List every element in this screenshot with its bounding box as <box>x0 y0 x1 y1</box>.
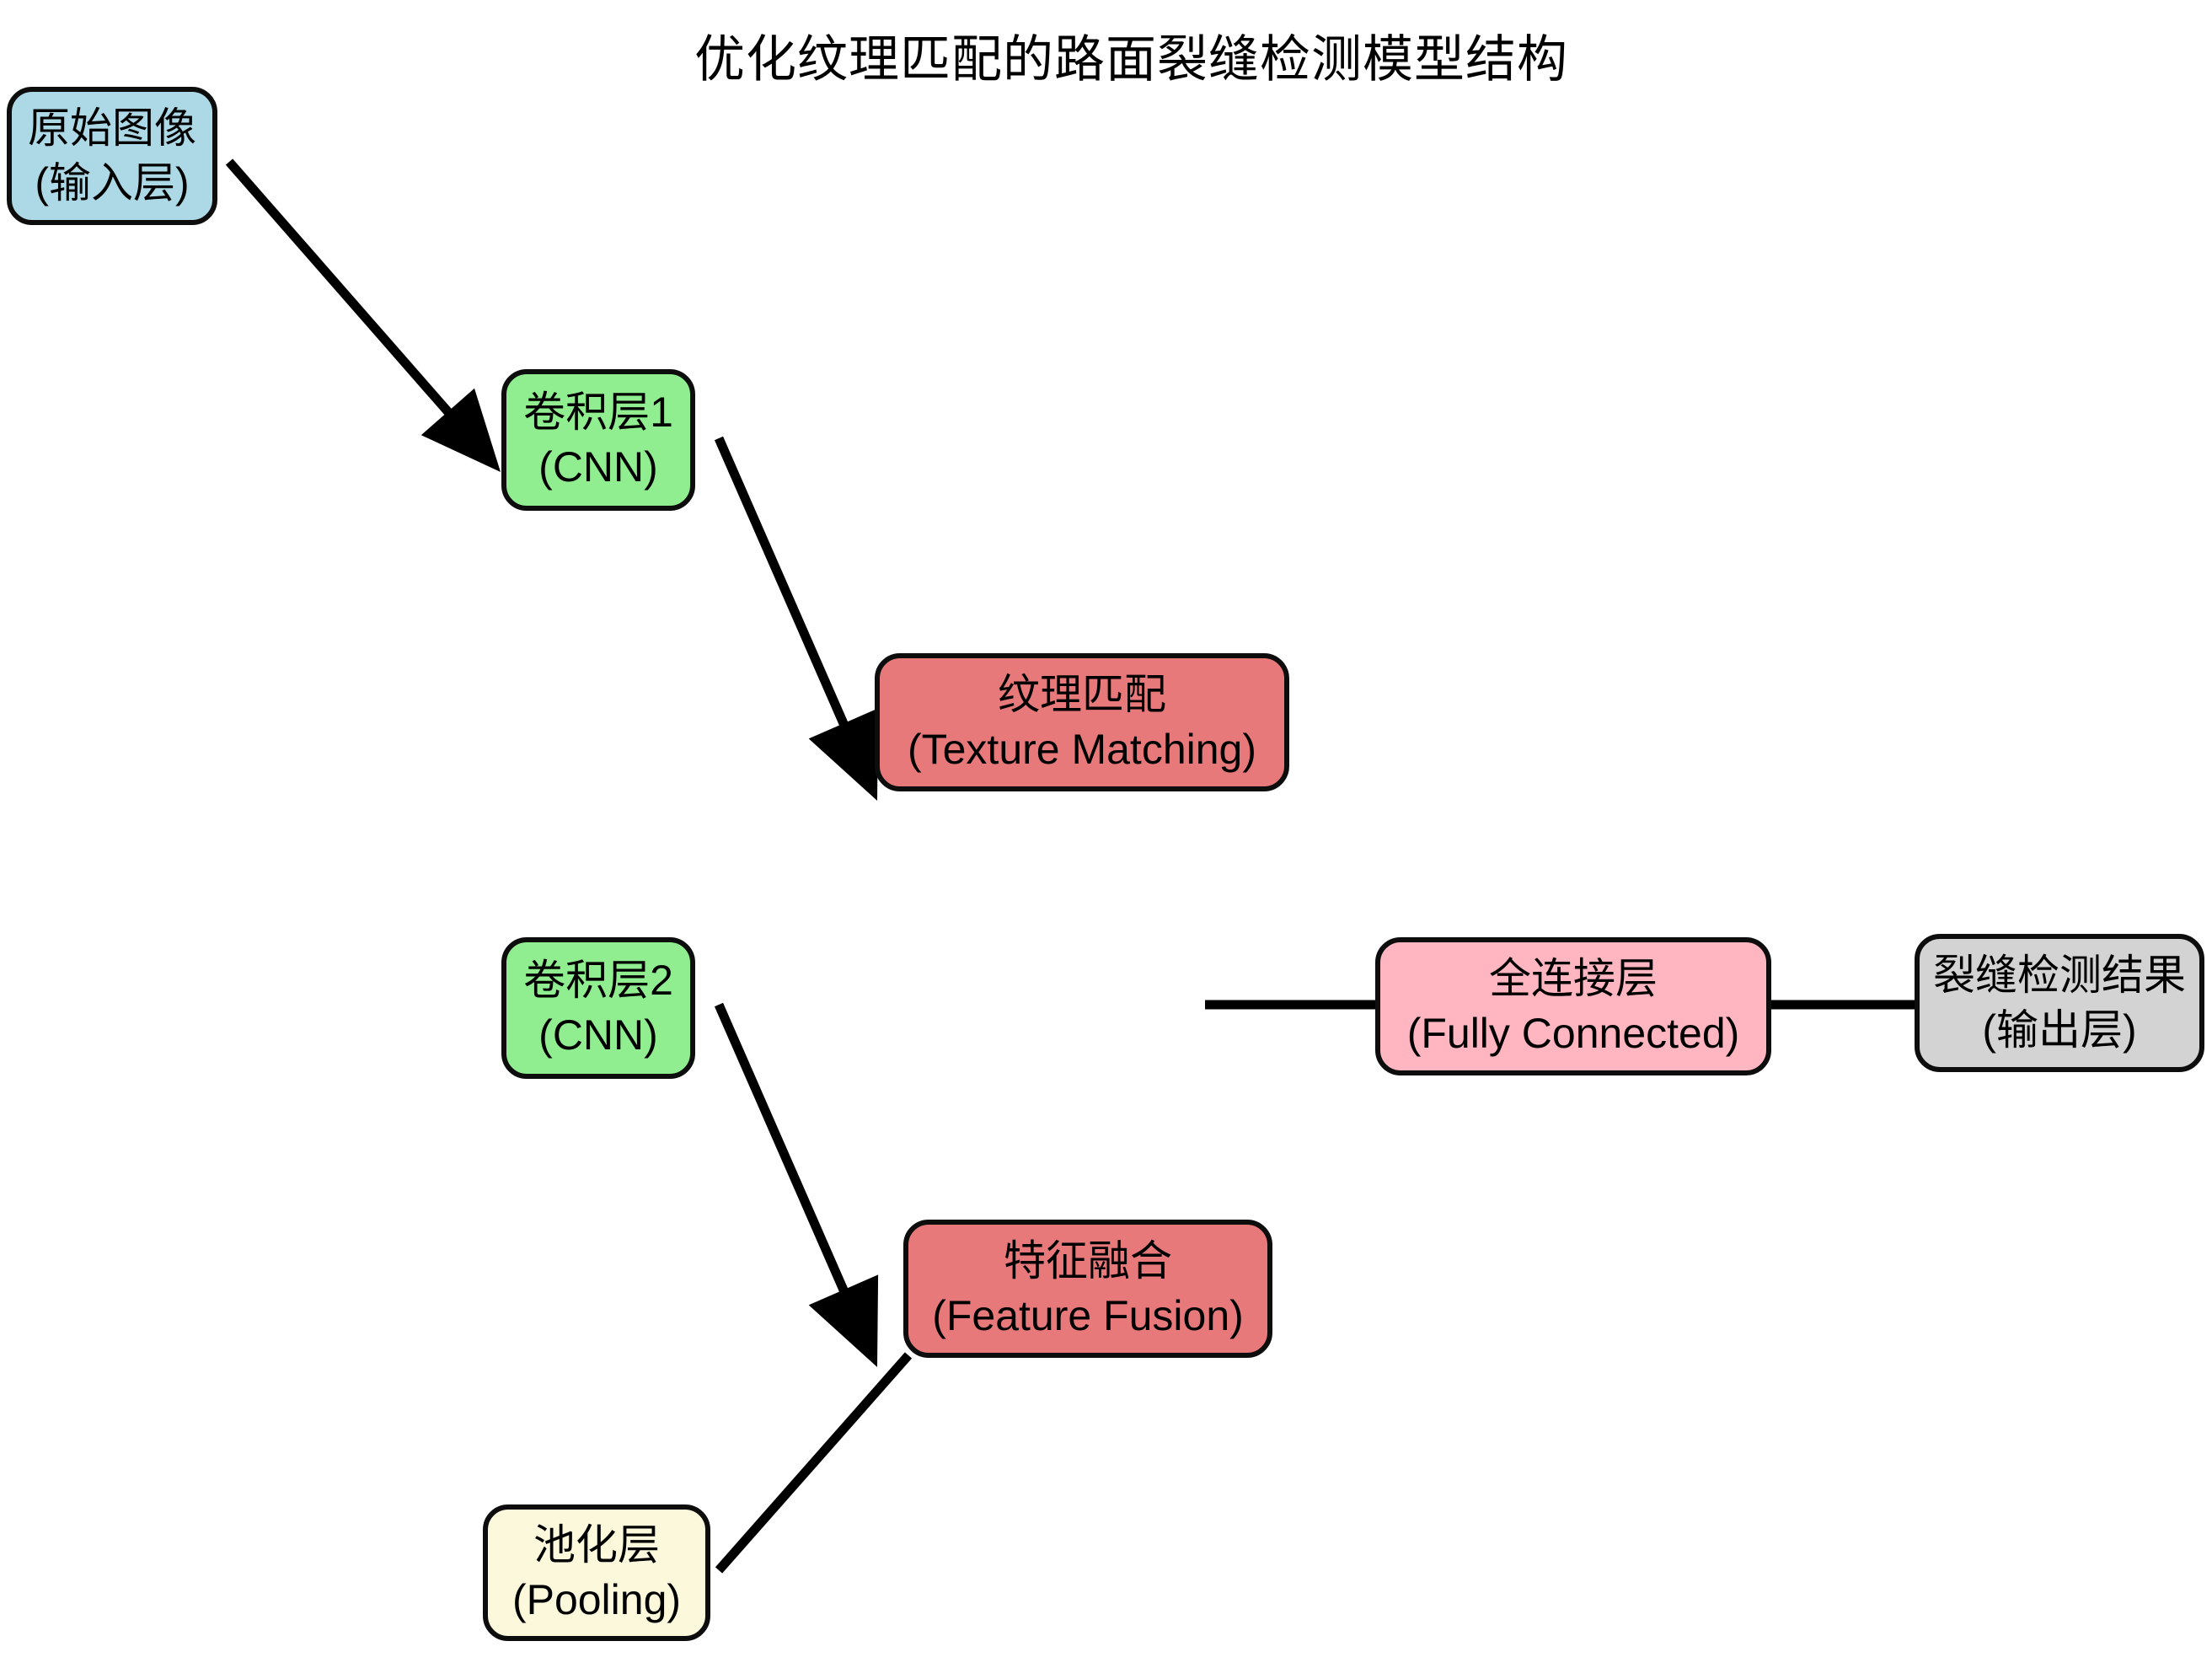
arrowhead-icon <box>420 388 501 472</box>
node-label-line2: (Texture Matching) <box>907 726 1257 773</box>
node-label-line1: 卷积层2 <box>523 957 673 1004</box>
node-fully-connected: 全连接层 (Fully Connected) <box>1375 937 1771 1075</box>
node-label-line2: (输出层) <box>1982 1006 2137 1054</box>
edge-input-to-cnn1 <box>225 158 501 472</box>
node-label-line1: 裂缝检测结果 <box>1933 952 2186 999</box>
node-label-line1: 特征融合 <box>1004 1237 1172 1285</box>
node-label-line1: 纹理匹配 <box>998 671 1166 718</box>
diagram-title: 优化纹理匹配的路面裂缝检测模型结构 <box>694 31 1568 88</box>
edge-cnn1-to-texture <box>714 436 879 801</box>
node-input-layer: 原始图像 (输入层) <box>7 87 217 225</box>
node-conv-layer-2: 卷积层2 (CNN) <box>501 937 695 1079</box>
edge-cnn2-to-fusion <box>714 1002 879 1367</box>
arrowhead-icon <box>808 1274 879 1367</box>
node-conv-layer-1: 卷积层1 (CNN) <box>501 369 695 511</box>
node-texture-matching: 纹理匹配 (Texture Matching) <box>875 653 1289 791</box>
node-label-line2: (输入层) <box>35 159 190 206</box>
node-label-line2: (Fully Connected) <box>1406 1010 1740 1057</box>
node-label-line2: (Feature Fusion) <box>932 1292 1244 1339</box>
node-label-line2: (CNN) <box>538 443 658 491</box>
node-label-line2: (Pooling) <box>511 1576 682 1623</box>
node-label-line1: 卷积层1 <box>523 389 673 436</box>
edge-pooling-to-fusion <box>715 1352 913 1574</box>
node-label-line2: (CNN) <box>538 1011 658 1059</box>
node-feature-fusion: 特征融合 (Feature Fusion) <box>903 1220 1272 1358</box>
node-label-line1: 全连接层 <box>1489 955 1658 1002</box>
node-output-result: 裂缝检测结果 (输出层) <box>1915 934 2204 1072</box>
node-pooling-layer: 池化层 (Pooling) <box>483 1504 710 1641</box>
node-label-line1: 原始图像 <box>28 105 196 152</box>
arrowhead-icon <box>808 708 879 801</box>
node-label-line1: 池化层 <box>533 1521 660 1569</box>
